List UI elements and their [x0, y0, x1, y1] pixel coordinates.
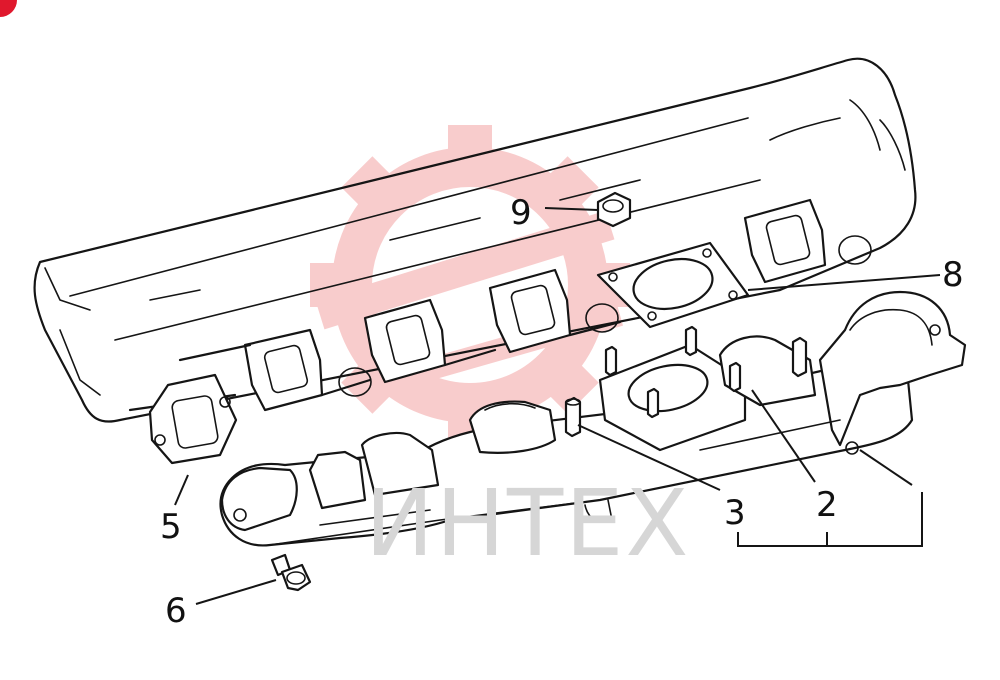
callout-8: 8: [942, 255, 964, 295]
corner-badge: [0, 0, 17, 17]
gasket-8: [596, 241, 750, 329]
nut-9: [596, 191, 632, 228]
callout-9: 9: [510, 193, 532, 233]
watermark-gear-logo: [310, 125, 630, 445]
studs: [564, 325, 808, 438]
callout-3: 3: [724, 493, 746, 533]
callout-2: 2: [816, 485, 838, 525]
callout-6: 6: [165, 591, 187, 631]
callout-5: 5: [160, 507, 182, 547]
watermark-text: ИНТЕХ: [365, 470, 690, 577]
cylinder-head: [33, 57, 917, 423]
head-exhaust-ports: [128, 198, 872, 412]
exhaust-manifold: [219, 290, 967, 547]
gasket-5: [148, 373, 238, 465]
bolt-6: [270, 553, 312, 592]
leader-lines: [174, 207, 941, 605]
